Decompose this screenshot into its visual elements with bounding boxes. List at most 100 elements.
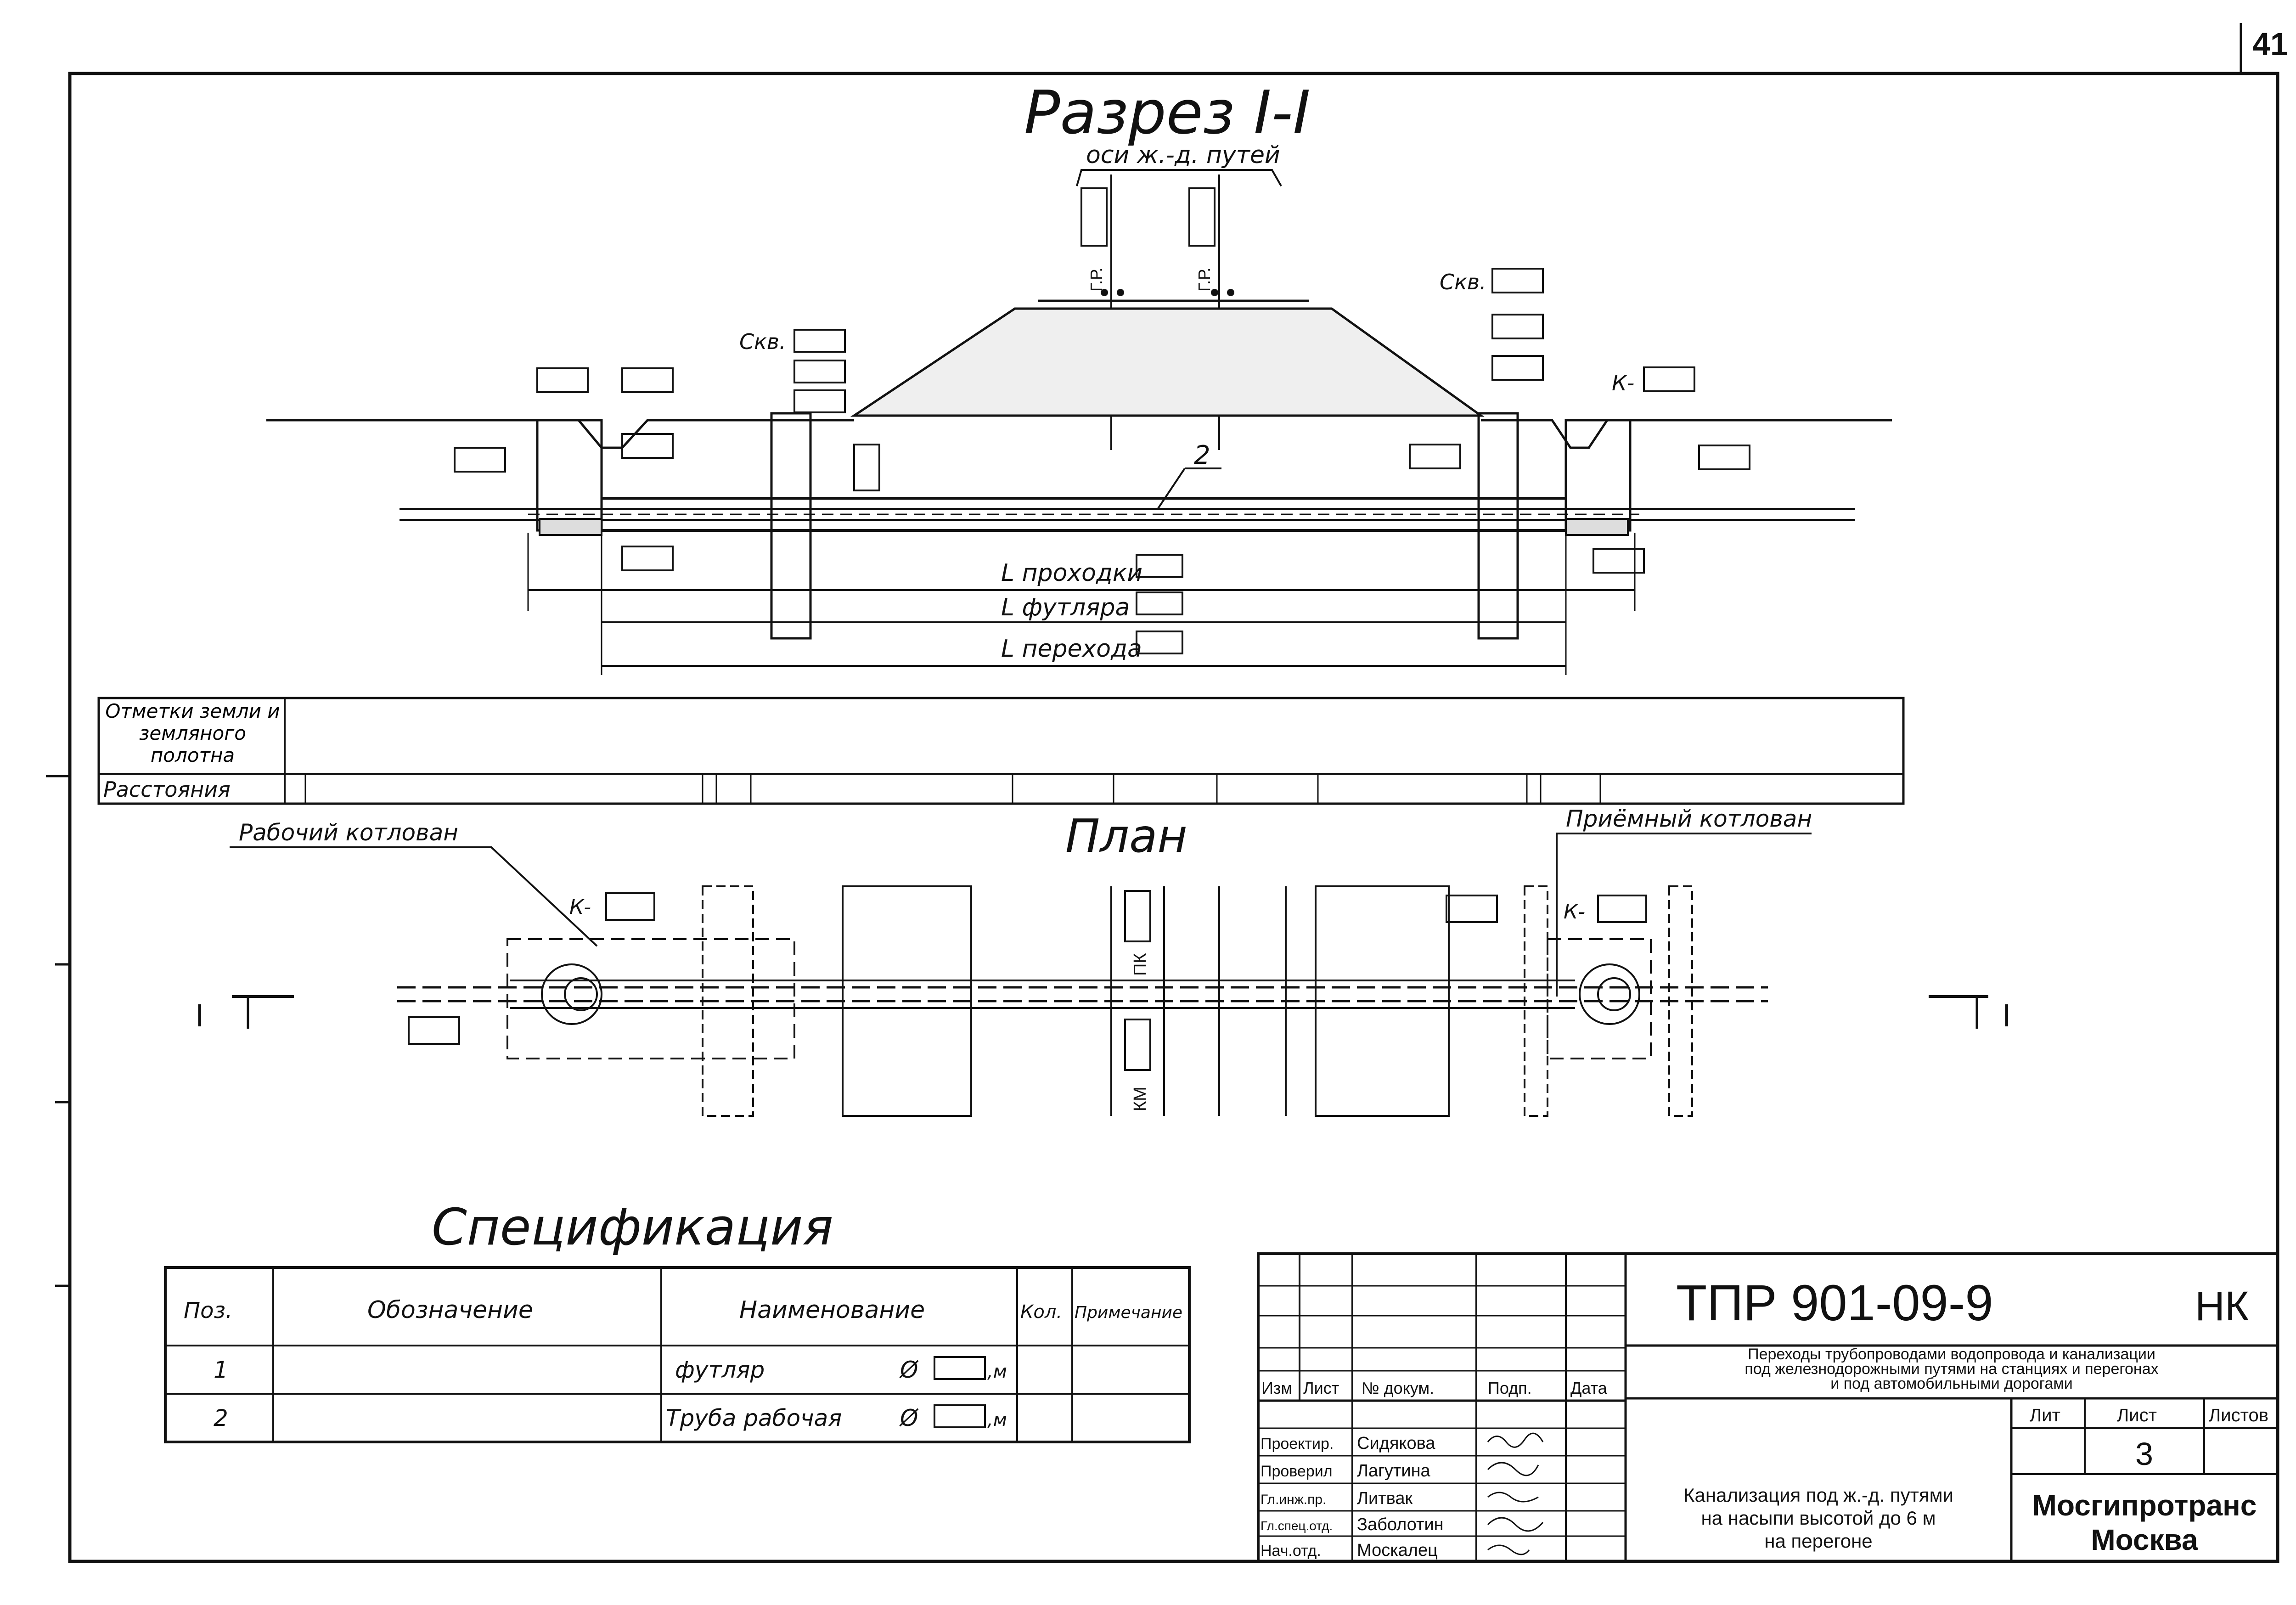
picket-label: ПК: [1131, 953, 1150, 976]
label-box: [853, 444, 880, 491]
profile-table: Отметки земли и земляного полотна Рассто…: [97, 697, 1905, 805]
specification: Спецификация Поз. Обозначение Наименован…: [164, 1198, 1191, 1443]
sheet-header: Лист: [2117, 1405, 2157, 1425]
road-strip: [702, 885, 754, 1117]
track-area: [1315, 885, 1450, 1117]
manhole-receiving-inner: [1597, 977, 1631, 1011]
receiving-pit-leader: [1556, 833, 1812, 997]
plan-manhole-label: К-: [1564, 900, 1585, 924]
plan-manhole-label: К-: [569, 895, 591, 919]
manhole-receiving: [1579, 963, 1640, 1025]
elevation-box: [1188, 187, 1216, 247]
organization-city: Москва: [2091, 1523, 2198, 1556]
well-label-left: Скв.: [739, 329, 786, 354]
rail: [1227, 289, 1234, 296]
sheet-header: Листов: [2209, 1405, 2268, 1425]
spec-row-pos: 2: [214, 1405, 228, 1431]
shaft-bedding: [539, 518, 602, 536]
person-name: Лагутина: [1357, 1461, 1431, 1481]
spec-header-name: Наименование: [739, 1296, 925, 1324]
track-area: [842, 885, 972, 1117]
working-pit-label: Рабочий котлован: [239, 819, 458, 846]
label-box: [934, 1356, 986, 1380]
profile-row-distances: Расстояния: [103, 777, 231, 802]
label-box: [1409, 444, 1461, 469]
spec-row-pos: 1: [214, 1357, 228, 1383]
label-box: [605, 892, 655, 921]
section-mark-left: I: [195, 997, 204, 1033]
section-title: Разрез I-I: [1024, 78, 1311, 147]
sheet-header: Лит: [2030, 1405, 2060, 1425]
well-label-right: Скв.: [1440, 270, 1486, 294]
signature: [1487, 1432, 1544, 1555]
shaft-bedding: [1565, 518, 1629, 536]
sheet-frame: [68, 72, 2279, 1563]
drawing-name: на насыпи высотой до 6 м: [1701, 1507, 1936, 1529]
rail: [1117, 289, 1124, 296]
label-box: [1491, 268, 1544, 293]
person-role: Гл.инж.пр.: [1261, 1492, 1326, 1507]
sheet-number: 3: [2135, 1436, 2153, 1472]
label-box: [621, 546, 674, 571]
well-left: [770, 412, 812, 640]
label-box: [408, 1016, 460, 1045]
rail: [1101, 289, 1108, 296]
drawing-desc: под железнодорожными путями на станциях …: [1745, 1360, 2158, 1378]
person-role: Гл.спец.отд.: [1261, 1519, 1333, 1533]
label-box: [536, 367, 589, 393]
label-box: [1136, 591, 1183, 615]
title-block: Изм Лист № докум. Подп. Дата Проектир. С…: [1257, 1252, 2279, 1563]
rev-header: Подп.: [1488, 1379, 1532, 1397]
label-box: [621, 433, 674, 459]
drawing-name: на перегоне: [1764, 1530, 1872, 1552]
label-box: [1136, 554, 1183, 578]
label-box: [1698, 445, 1750, 470]
drawing-mark: НК: [2195, 1284, 2249, 1329]
person-role: Проектир.: [1261, 1435, 1334, 1453]
pipe-callout: 2: [1194, 440, 1210, 470]
label-box: [1446, 895, 1498, 923]
rev-header: Дата: [1570, 1379, 1608, 1397]
rev-header: Лист: [1303, 1379, 1339, 1397]
plan-title: План: [1065, 809, 1187, 863]
label-box: [1124, 1019, 1151, 1071]
spec-header-designation: Обозначение: [367, 1296, 533, 1324]
spec-row-name: футляр: [675, 1357, 765, 1383]
well-right: [1477, 412, 1519, 640]
label-box: [1136, 631, 1183, 654]
label-box: [1491, 314, 1544, 339]
manhole-working: [541, 963, 602, 1025]
working-pit: [506, 938, 795, 1059]
rail: [1211, 289, 1218, 296]
person-name: Литвак: [1357, 1489, 1412, 1508]
manhole-working-inner: [564, 977, 598, 1011]
person-name: Москалец: [1357, 1541, 1438, 1560]
label-box: [621, 367, 674, 393]
dim-drive-length: L проходки: [1001, 559, 1142, 587]
section-mark-right: I: [2002, 997, 2011, 1033]
drawing-name: Канализация под ж.-д. путями: [1683, 1484, 1953, 1506]
spec-header-pos: Поз.: [184, 1298, 232, 1323]
spec-header-qty: Кол.: [1020, 1301, 1062, 1323]
drawing-desc: Переходы трубопроводами водопровода и ка…: [1748, 1346, 2155, 1363]
spec-header-note: Примечание: [1075, 1303, 1182, 1322]
dim-casing-length: L футляра: [1001, 594, 1130, 621]
label-box: [793, 389, 846, 413]
page-number: 41: [2252, 26, 2288, 62]
drawing-desc: и под автомобильными дорогами: [1830, 1375, 2072, 1392]
ground-line: [266, 419, 1892, 449]
spec-row-name: Труба рабочая: [666, 1405, 842, 1431]
spec-row-dia: Ø: [899, 1405, 919, 1431]
person-name: Заболотин: [1357, 1515, 1444, 1534]
label-box: [1124, 890, 1151, 942]
gr-label: Г.Р.: [1195, 268, 1214, 292]
person-role: Нач.отд.: [1261, 1542, 1321, 1560]
rail-axes-leader: [1076, 169, 1282, 186]
working-pit-leader: [230, 846, 598, 947]
rev-header: Изм: [1261, 1379, 1292, 1397]
road-strip: [1524, 885, 1548, 1117]
label-box: [1643, 366, 1695, 392]
gr-label: Г.Р.: [1087, 268, 1106, 292]
rev-header: № докум.: [1362, 1379, 1434, 1397]
